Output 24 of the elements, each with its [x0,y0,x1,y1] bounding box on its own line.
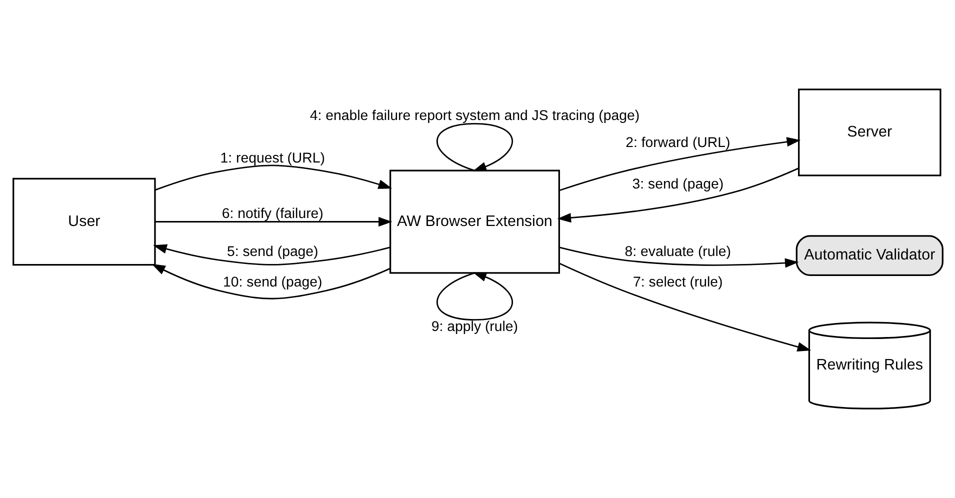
edge-label: 10: send (page) [222,274,322,290]
arrow [154,164,392,191]
arrow [152,244,390,266]
arrow [558,262,811,352]
edge-label: 9: apply (rule) [430,319,518,336]
edge-label: 7: select (rule) [632,274,722,290]
arrow [154,216,392,227]
arrow [558,137,800,192]
node-box: Server [798,88,941,176]
node-box: AW Browser Extension [388,170,560,274]
node-box: User [12,178,156,266]
arrow [556,168,798,223]
edge-label: 1: request (URL) [220,150,324,166]
node-box: Automatic Validator [795,235,943,276]
edge-label: 2: forward (URL) [625,135,730,152]
arrow [151,264,390,300]
arrow [436,272,512,321]
edge-label: 4: enable failure report system and JS tracing (page) [309,108,640,124]
arrow [558,246,798,268]
edge-label: 6: notify (failure) [221,206,323,222]
edge-label: 8: evaluate (rule) [624,244,731,260]
arrow [436,123,512,172]
edge-label: 3: send (page) [632,176,724,192]
edge-label: 5: send (page) [226,244,318,260]
